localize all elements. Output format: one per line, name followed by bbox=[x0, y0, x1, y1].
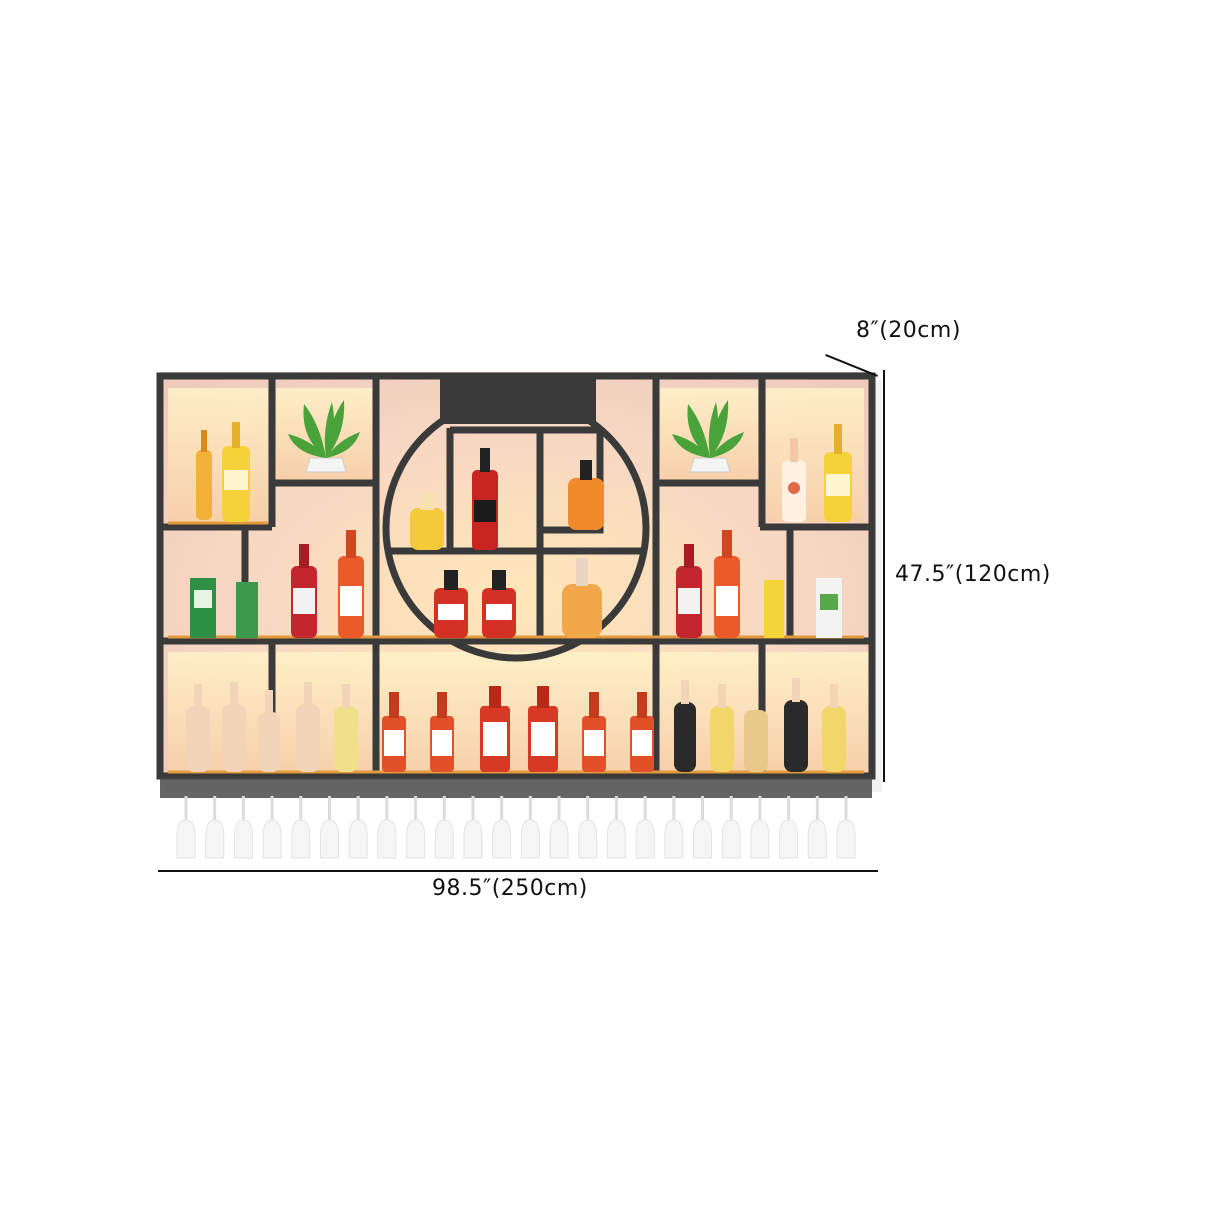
wine-glass-icon bbox=[205, 796, 225, 859]
wine-glass-icon bbox=[348, 796, 368, 859]
wine-glass-icon bbox=[721, 796, 741, 859]
wine-glass-icon bbox=[836, 796, 856, 859]
glass-rail bbox=[160, 778, 872, 798]
wine-glass-icon bbox=[492, 796, 512, 859]
depth-label: 8″(20cm) bbox=[856, 318, 961, 343]
plant-icon bbox=[672, 400, 744, 473]
wine-glass-icon bbox=[463, 796, 483, 859]
width-label: 98.5″(250cm) bbox=[432, 876, 588, 901]
wine-glass-icon bbox=[750, 796, 770, 859]
wine-glass-icon bbox=[807, 796, 827, 859]
frame bbox=[156, 372, 876, 780]
wine-glasses bbox=[176, 796, 856, 859]
wine-glass-icon bbox=[779, 796, 799, 859]
wine-glass-icon bbox=[520, 796, 540, 859]
wine-glass-icon bbox=[635, 796, 655, 859]
wine-glass-icon bbox=[606, 796, 626, 859]
wine-glass-icon bbox=[578, 796, 598, 859]
wine-glass-icon bbox=[549, 796, 569, 859]
wine-glass-icon bbox=[693, 796, 713, 859]
width-line bbox=[158, 870, 878, 872]
wine-glass-icon bbox=[176, 796, 196, 859]
wine-glass-icon bbox=[377, 796, 397, 859]
wine-glass-icon bbox=[262, 796, 282, 859]
wine-glass-icon bbox=[406, 796, 426, 859]
height-line bbox=[883, 370, 885, 782]
wine-glass-icon bbox=[233, 796, 253, 859]
bottles bbox=[186, 422, 852, 772]
wine-glass-icon bbox=[664, 796, 684, 859]
wine-glass-icon bbox=[434, 796, 454, 859]
wine-glass-icon bbox=[319, 796, 339, 859]
plant-icon bbox=[288, 400, 360, 473]
height-label: 47.5″(120cm) bbox=[895, 562, 1051, 587]
wine-glass-icon bbox=[291, 796, 311, 859]
